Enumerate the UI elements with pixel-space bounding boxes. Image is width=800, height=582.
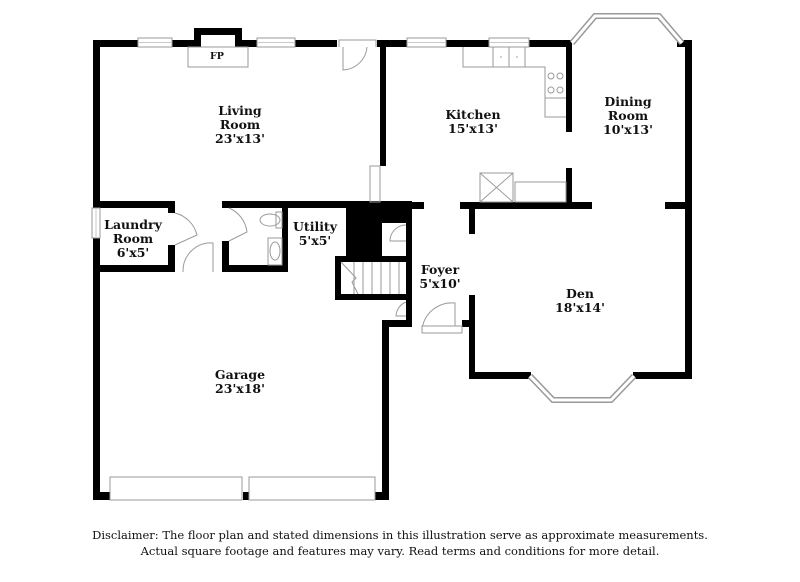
- room-name: Kitchen: [445, 107, 501, 122]
- doors: [174, 39, 463, 334]
- room-name: Room: [219, 117, 261, 132]
- room-foyer: Foyer 5'x10': [419, 263, 460, 291]
- fireplace-label: FP: [210, 51, 224, 62]
- room-dimensions: 15'x13': [448, 121, 498, 136]
- room-dining-room: Dining Room 10'x13': [603, 95, 653, 137]
- fixtures: [187, 46, 567, 295]
- room-laundry-room: Laundry Room 6'x5': [104, 218, 162, 260]
- room-name: Laundry: [104, 217, 162, 232]
- room-dimensions: 6'x5': [116, 245, 150, 260]
- room-name: Utility: [293, 219, 337, 234]
- room-kitchen: Kitchen 15'x13': [445, 108, 500, 136]
- room-dimensions: 5'x10': [419, 276, 461, 291]
- room-name: Dining: [604, 94, 652, 109]
- room-garage: Garage 23'x18': [215, 368, 265, 396]
- room-dimensions: 5'x5': [298, 233, 332, 248]
- room-name: Foyer: [420, 262, 460, 277]
- room-name: Den: [566, 286, 594, 301]
- room-den: Den 18'x14': [555, 287, 605, 315]
- room-name: Garage: [214, 367, 266, 382]
- disclaimer-line-1: Disclaimer: The floor plan and stated di…: [92, 528, 708, 542]
- room-name: Living: [218, 103, 262, 118]
- disclaimer: Disclaimer: The floor plan and stated di…: [0, 527, 800, 559]
- room-dimensions: 23'x13': [215, 131, 265, 146]
- room-dimensions: 23'x18': [215, 381, 265, 396]
- room-name: Room: [112, 231, 154, 246]
- room-living-room: Living Room 23'x13': [215, 104, 265, 146]
- windows: [91, 13, 685, 501]
- room-dimensions: 10'x13': [603, 122, 653, 137]
- room-utility: Utility 5'x5': [293, 220, 337, 248]
- disclaimer-line-2: Actual square footage and features may v…: [140, 544, 660, 558]
- room-dimensions: 18'x14': [555, 300, 605, 315]
- room-name: Room: [607, 108, 649, 123]
- walls: [93, 28, 692, 500]
